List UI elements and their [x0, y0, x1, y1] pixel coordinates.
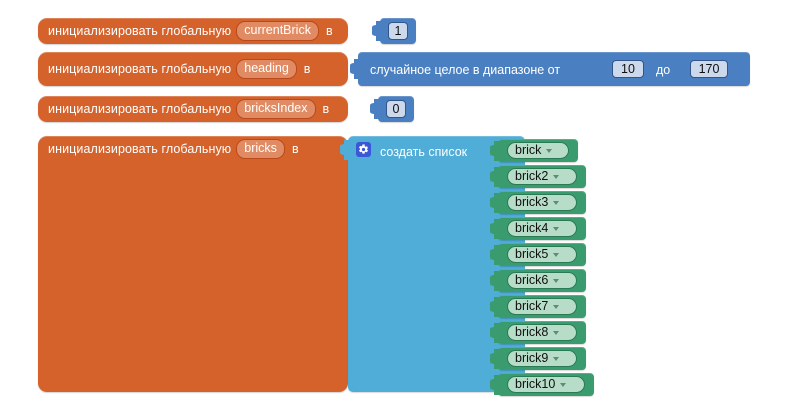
random-from-input[interactable]: 10 — [612, 60, 644, 78]
block-header-row: инициализировать глобальную bricks в — [38, 136, 358, 162]
block-get-variable[interactable]: brick6 — [490, 269, 586, 292]
block-header-row: инициализировать глобальную currentBrick… — [38, 18, 358, 44]
block-initialize-global-currentBrick[interactable]: инициализировать глобальную currentBrick… — [38, 18, 348, 44]
variable-dropdown-label: brick4 — [515, 221, 549, 236]
chevron-down-icon[interactable] — [553, 174, 560, 179]
chevron-down-icon[interactable] — [546, 148, 553, 153]
variable-dropdown-label: brick6 — [515, 273, 549, 288]
chevron-down-icon[interactable] — [553, 200, 560, 205]
variable-dropdown[interactable]: brick9 — [507, 350, 577, 367]
number-input[interactable]: 1 — [388, 22, 408, 40]
to-label: в — [291, 142, 299, 156]
variable-dropdown[interactable]: brick10 — [507, 376, 585, 393]
random-integer-from-label: случайное целое в диапазоне от — [370, 63, 561, 77]
variable-dropdown[interactable]: brick — [507, 142, 569, 159]
variable-dropdown[interactable]: brick8 — [507, 324, 577, 341]
variable-dropdown-label: brick9 — [515, 351, 549, 366]
variable-dropdown[interactable]: brick6 — [507, 272, 577, 289]
variable-dropdown-label: brick5 — [515, 247, 549, 262]
to-label: в — [325, 24, 333, 38]
block-initialize-global-bricks[interactable]: инициализировать глобальную bricks в — [38, 136, 348, 392]
number-input[interactable]: 0 — [386, 100, 406, 118]
chevron-down-icon[interactable] — [560, 382, 567, 387]
variable-name-field[interactable]: currentBrick — [236, 20, 319, 42]
block-get-variable[interactable]: brick — [490, 139, 578, 162]
chevron-down-icon[interactable] — [553, 252, 560, 257]
gear-glyph — [359, 144, 368, 154]
gear-icon[interactable] — [356, 142, 371, 157]
variable-dropdown-label: brick10 — [515, 377, 556, 392]
block-random-integer[interactable]: случайное целое в диапазоне от 10 до 170 — [350, 52, 750, 86]
block-get-variable[interactable]: brick9 — [490, 347, 586, 370]
initialize-global-label: инициализировать глобальную — [48, 101, 232, 116]
block-get-variable[interactable]: brick3 — [490, 191, 586, 214]
block-number-0[interactable]: 0 — [370, 96, 414, 122]
block-get-variable[interactable]: brick2 — [490, 165, 586, 188]
make-a-list-label: создать список — [380, 145, 468, 159]
chevron-down-icon[interactable] — [553, 356, 560, 361]
block-get-variable[interactable]: brick5 — [490, 243, 586, 266]
variable-dropdown-label: brick — [515, 143, 542, 158]
block-get-variable[interactable]: brick8 — [490, 321, 586, 344]
to-label: в — [303, 62, 311, 76]
chevron-down-icon[interactable] — [553, 278, 560, 283]
random-to-input[interactable]: 170 — [690, 60, 728, 78]
plug-connector-icon — [370, 99, 379, 119]
initialize-global-label: инициализировать глобальную — [48, 23, 232, 38]
block-header-row: инициализировать глобальную heading в — [38, 52, 358, 86]
variable-dropdown-label: brick8 — [515, 325, 549, 340]
to-label: в — [322, 102, 330, 116]
block-get-variable[interactable]: brick4 — [490, 217, 586, 240]
variable-dropdown[interactable]: brick4 — [507, 220, 577, 237]
variable-name-field[interactable]: heading — [236, 58, 297, 80]
variable-dropdown[interactable]: brick2 — [507, 168, 577, 185]
variable-dropdown-label: brick7 — [515, 299, 549, 314]
variable-name-field[interactable]: bricks — [236, 138, 285, 160]
block-initialize-global-bricksIndex[interactable]: инициализировать глобальную bricksIndex … — [38, 96, 348, 122]
variable-dropdown-label: brick2 — [515, 169, 549, 184]
initialize-global-label: инициализировать глобальную — [48, 141, 232, 156]
block-number-1[interactable]: 1 — [372, 18, 416, 44]
chevron-down-icon[interactable] — [553, 304, 560, 309]
initialize-global-label: инициализировать глобальную — [48, 61, 232, 76]
block-header-row: инициализировать глобальную bricksIndex … — [38, 96, 358, 122]
variable-dropdown-label: brick3 — [515, 195, 549, 210]
block-initialize-global-heading[interactable]: инициализировать глобальную heading в — [38, 52, 348, 86]
variable-dropdown[interactable]: brick3 — [507, 194, 577, 211]
block-get-variable[interactable]: brick10 — [490, 373, 594, 396]
variable-name-field[interactable]: bricksIndex — [236, 98, 316, 120]
chevron-down-icon[interactable] — [553, 226, 560, 231]
variable-dropdown[interactable]: brick5 — [507, 246, 577, 263]
plug-connector-icon — [372, 21, 381, 41]
variable-dropdown[interactable]: brick7 — [507, 298, 577, 315]
block-get-variable[interactable]: brick7 — [490, 295, 586, 318]
random-integer-to-label: до — [656, 63, 671, 77]
chevron-down-icon[interactable] — [553, 330, 560, 335]
